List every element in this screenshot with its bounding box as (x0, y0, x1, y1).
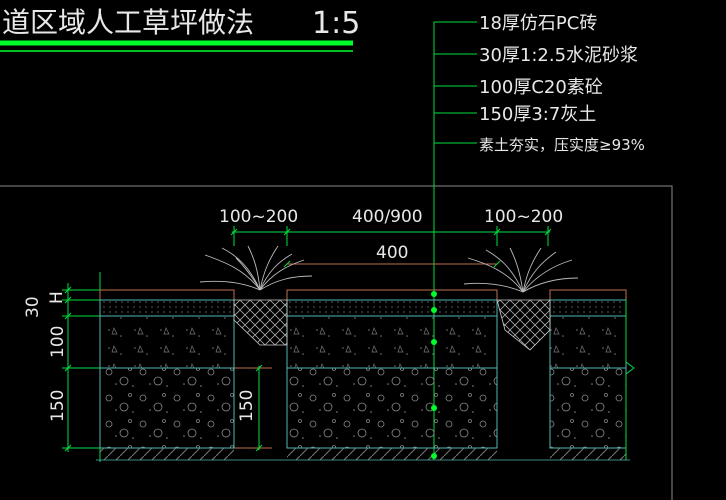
grass-tuft-right (463, 247, 579, 293)
callout-dot-2 (431, 307, 437, 313)
dim-left-gap: 100~200 (219, 207, 298, 227)
vdim-150: 150 (48, 390, 68, 422)
pavement-middle (286, 289, 498, 460)
drawing-frame (0, 185, 673, 500)
mortar-layer-right (549, 299, 627, 317)
dim-tick-1 (230, 228, 238, 236)
vdim-tick-5 (64, 444, 72, 452)
inner-vdim-150: 150 (237, 390, 257, 422)
concrete-layer-left (99, 315, 235, 369)
left-dimensions (62, 272, 105, 462)
vdim-100: 100 (48, 326, 68, 358)
drawing-scale: 1:5 (312, 6, 360, 41)
vdim-30: 30 (23, 296, 43, 318)
grass-tuft-left (199, 245, 313, 291)
compacted-soil-left (100, 448, 234, 460)
concrete-layer-right (549, 315, 627, 369)
layer-label-4: 150厚3:7灰土 (479, 104, 596, 125)
callout-dot-1 (431, 291, 437, 297)
top-dimensions (230, 226, 552, 268)
mortar-layer-middle (286, 299, 498, 317)
paving-brick-middle (286, 289, 498, 301)
pavement-left (99, 289, 235, 460)
dim-inner: 400 (376, 243, 408, 263)
inner-vdim-tick-bottom (255, 444, 263, 452)
mortar-layer-left (99, 299, 235, 317)
dim-inner-tick-2 (493, 260, 501, 268)
lime-soil-layer-left (99, 367, 235, 449)
grass-gap-left (199, 245, 313, 346)
compacted-soil-middle (287, 448, 497, 460)
dim-tick-3 (493, 228, 501, 236)
paving-brick-right (549, 289, 627, 301)
inner-vdim-tick-top (255, 364, 263, 372)
vdim-h: H (47, 291, 67, 304)
grass-soil-left (233, 299, 288, 346)
dim-middle: 400/900 (352, 207, 423, 227)
compacted-soil-right (550, 448, 626, 460)
dim-right-gap: 100~200 (484, 207, 563, 227)
layer-label-5: 素土夯实，压实度≥93% (479, 136, 645, 154)
callout-dot-5 (431, 453, 437, 459)
lime-soil-layer-right (549, 367, 627, 449)
layer-label-1: 18厚仿石PC砖 (479, 13, 597, 34)
callout-dots (431, 291, 437, 459)
dim-tick-4 (544, 228, 552, 236)
layer-label-2: 30厚1:2.5水泥砂浆 (479, 45, 638, 66)
lime-soil-layer-middle (286, 367, 498, 449)
vdim-tick-3 (64, 312, 72, 320)
title-block: 道区域人工草坪做法 1:5 (0, 6, 360, 52)
inner-vdim (234, 364, 272, 452)
drawing-title: 道区域人工草坪做法 (2, 6, 254, 39)
callout-dot-4 (431, 405, 437, 411)
grass-soil-right (496, 299, 551, 351)
vdim-tick-4 (64, 364, 72, 372)
paving-brick-left (99, 289, 235, 301)
break-line-right (625, 300, 635, 460)
layer-label-3: 100厚C20素砼 (479, 77, 603, 98)
pavement-right (549, 289, 635, 460)
vdim-tick-1 (64, 286, 72, 294)
layer-callout: 18厚仿石PC砖 30厚1:2.5水泥砂浆 100厚C20素砼 150厚3:7灰… (433, 13, 645, 460)
callout-dot-3 (431, 339, 437, 345)
dim-inner-tick-1 (283, 260, 291, 268)
vdim-tick-2 (64, 296, 72, 304)
dim-tick-2 (283, 228, 291, 236)
grass-gap-right (463, 247, 579, 351)
concrete-layer-middle (286, 315, 498, 369)
